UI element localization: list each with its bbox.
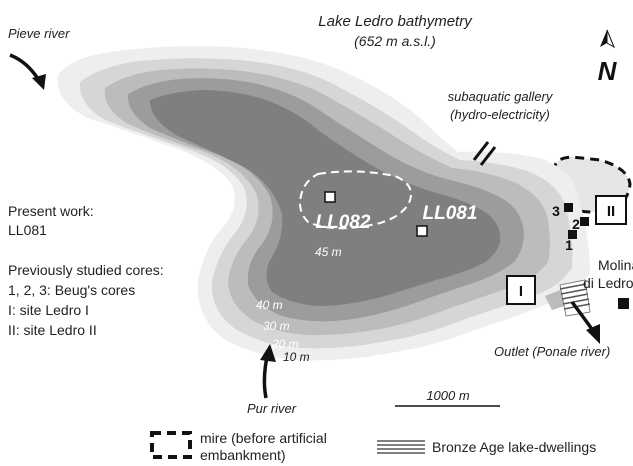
beug-core-1-label: 1 [565,237,573,253]
beug-core-3-marker [564,203,573,212]
depth-label-40: 40 m [256,298,283,312]
legend-mire: mire (before artificial embankment) [150,430,327,463]
map-title: Lake Ledro bathymetry [318,13,473,30]
gallery-marker-icon [472,141,497,166]
depth-label-20: 20 m [271,337,299,351]
beug-core-3-label: 3 [552,203,560,219]
legend-previous-item: II: site Ledro II [8,322,97,338]
legend-previous-heading: Previously studied cores: [8,262,164,278]
legend-text: Present work: LL081 Previously studied c… [8,203,164,338]
mire-legend-line2: embankment) [200,447,286,463]
gallery-label-line2: (hydro-electricity) [450,107,550,122]
town-label-line2: di Ledro [583,275,633,291]
mire-legend-swatch [150,431,192,459]
pur-river-label: Pur river [247,401,297,416]
north-label: N [598,56,618,86]
scale-label: 1000 m [426,388,470,403]
town-label-line1: Molina [598,257,633,273]
pieve-river-label: Pieve river [8,26,70,41]
legend-present-core: LL081 [8,222,47,238]
gallery-label-line1: subaquatic gallery [448,89,554,104]
outlet-river-label: Outlet (Ponale river) [494,344,610,359]
bronze-age-hatch [559,279,591,317]
pur-river-arrow-icon [260,344,276,399]
mire-legend-line1: mire (before artificial [200,430,327,446]
legend-present-heading: Present work: [8,203,94,219]
site-ledro1-box [506,275,536,305]
ll082-outline [299,170,412,230]
site-ledro2-box [595,195,627,225]
ll082-core-marker [324,191,336,203]
outlet-river-arrow-icon [570,300,600,344]
bronze-legend-swatch [377,439,425,455]
legend-bronze: Bronze Age lake-dwellings [377,439,596,455]
beug-core-2-marker [580,217,589,226]
site-ledro1-label: I [519,283,523,300]
depth-label-45: 45 m [315,245,342,259]
depth-label-30: 30 m [263,319,290,333]
beug-core-1-marker [568,230,577,239]
bronze-legend-label: Bronze Age lake-dwellings [432,439,596,455]
pieve-river-arrow-icon [9,53,46,90]
beug-core-2-label: 2 [572,216,580,232]
ll081-core-marker [416,225,428,237]
site-ledro2-label: II [607,203,615,220]
town-marker [618,298,629,309]
legend-previous-item: 1, 2, 3: Beug's cores [8,282,135,298]
ll082-label: LL082 [316,212,371,233]
north-arrow-icon [600,29,616,49]
map-subtitle: (652 m a.s.l.) [354,33,436,49]
legend-previous-item: I: site Ledro I [8,302,89,318]
depth-label-10: 10 m [283,350,310,364]
ll081-label: LL081 [423,203,478,224]
